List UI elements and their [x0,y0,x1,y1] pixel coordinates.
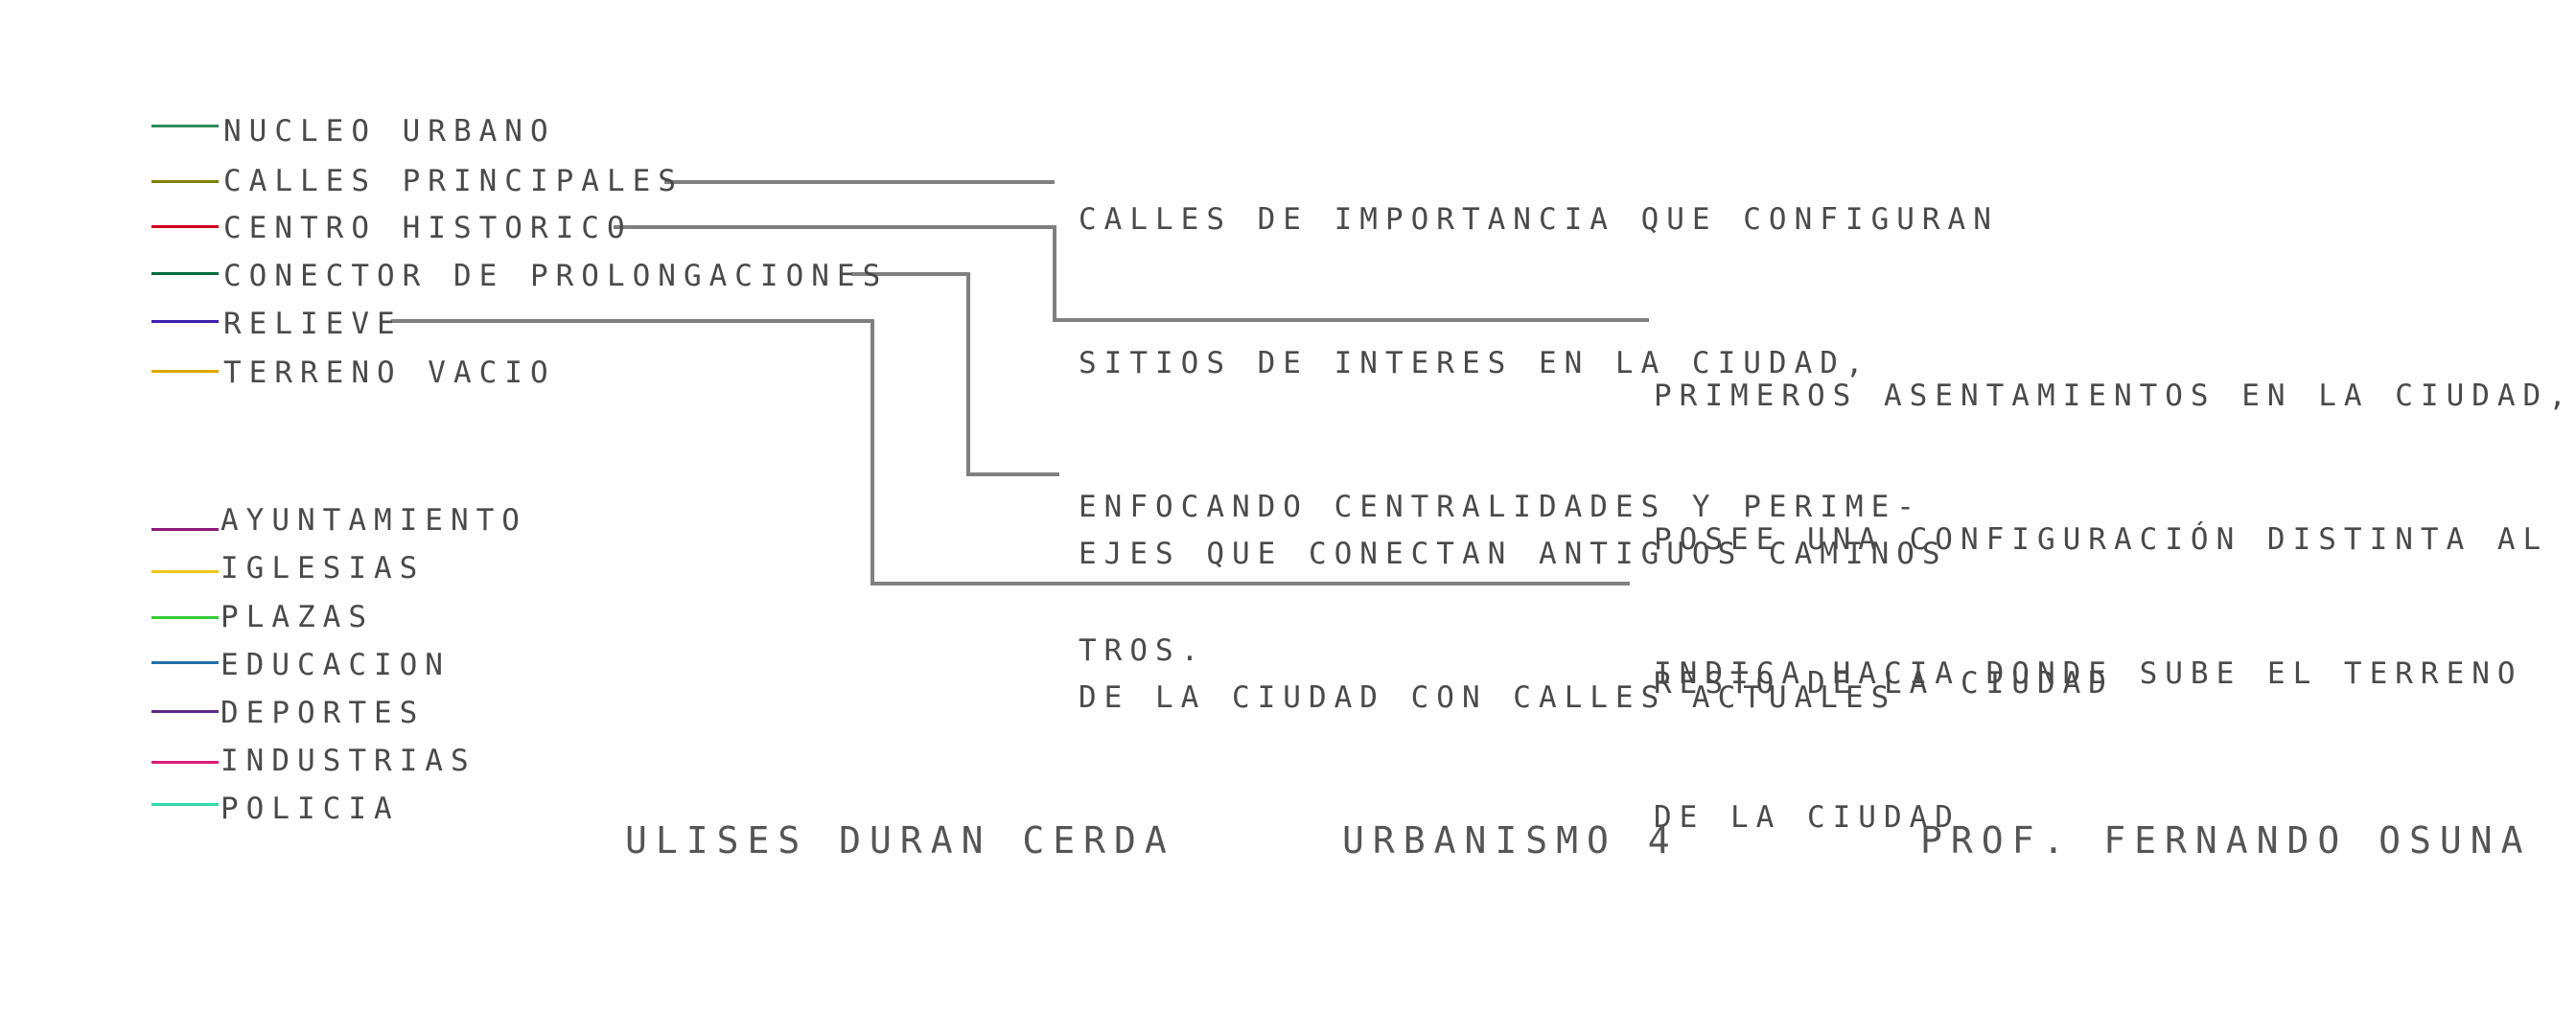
legend-swatch-centro-historico [151,225,219,228]
legend-swatch-relieve [151,320,219,323]
legend-label-centro-historico: CENTRO HISTORICO [223,211,633,245]
legend-label-educacion: EDUCACION [220,648,451,682]
note-calles-line-1: CALLES DE IMPORTANCIA QUE CONFIGURAN [1079,202,1999,237]
legend-swatch-educacion [151,661,219,664]
note-calles-line-2: SITIOS DE INTERES EN LA CIUDAD, [1079,346,1871,380]
note-conector-line-2: DE LA CIUDAD CON CALLES ACTUALES [1079,680,1897,715]
legend-label-deportes: DEPORTES [220,696,426,730]
legend-label-relieve: RELIEVE [223,307,403,341]
legend-swatch-ayuntamiento [151,528,219,531]
legend-swatch-iglesias [151,570,219,573]
note-centro-line-3: RESTO DE LA CIUDAD [1654,666,2114,701]
leader-centro-historico [614,225,1649,322]
note-conector: EJES QUE CONECTAN ANTIGUOS CAMINOS DE LA… [1079,434,1948,770]
note-centro-historico: PRIMEROS ASENTAMIENTOS EN LA CIUDAD, POS… [1654,276,2574,755]
legend-swatch-calles-principales [151,180,219,183]
legend-label-ayuntamiento: AYUNTAMIENTO [220,503,527,538]
leader-conector [851,272,1059,476]
legend-label-calles-principales: CALLES PRINCIPALES [223,164,684,198]
legend-label-iglesias: IGLESIAS [220,551,426,586]
legend-label-conector: CONECTOR DE PROLONGACIONES [223,259,889,293]
footer-professor: PROF. FERNANDO OSUNA [1920,819,2532,862]
note-centro-line-2: POSEE UNA CONFIGURACIÓN DISTINTA AL [1654,522,2549,557]
note-calles-line-4: TROS. [1079,633,1207,668]
legend-swatch-deportes [151,710,219,713]
legend-label-policia: POLICIA [220,792,400,826]
legend-swatch-nucleo-urbano [151,125,219,127]
legend-swatch-terreno-vacio [151,370,219,373]
legend-label-plazas: PLAZAS [220,600,374,634]
legend-swatch-plazas [151,616,219,619]
note-relieve-line-2: DE LA CIUDAD [1654,800,1961,835]
legend-label-terreno-vacio: TERRENO VACIO [223,356,556,390]
note-relieve: INDICA HACIA DONDE SUBE EL TERRENO DE LA… [1654,554,2523,889]
footer-course: URBANISMO 4 [1342,819,1679,862]
legend-swatch-conector [151,272,219,275]
legend-swatch-policia [151,803,219,806]
leader-relieve [391,319,1630,586]
note-calles-line-3: ENFOCANDO CENTRALIDADES Y PERIME- [1079,490,1922,524]
legend-label-industrias: INDUSTRIAS [220,744,476,778]
legend-swatch-industrias [151,761,219,764]
note-calles-principales: CALLES DE IMPORTANCIA QUE CONFIGURAN SIT… [1079,100,1999,723]
note-centro-line-1: PRIMEROS ASENTAMIENTOS EN LA CIUDAD, [1654,379,2574,413]
note-relieve-line-1: INDICA HACIA DONDE SUBE EL TERRENO [1654,656,2523,691]
footer-author: ULISES DURAN CERDA [625,819,1175,862]
note-conector-line-1: EJES QUE CONECTAN ANTIGUOS CAMINOS [1079,537,1948,571]
legend-label-nucleo-urbano: NUCLEO URBANO [223,114,556,149]
